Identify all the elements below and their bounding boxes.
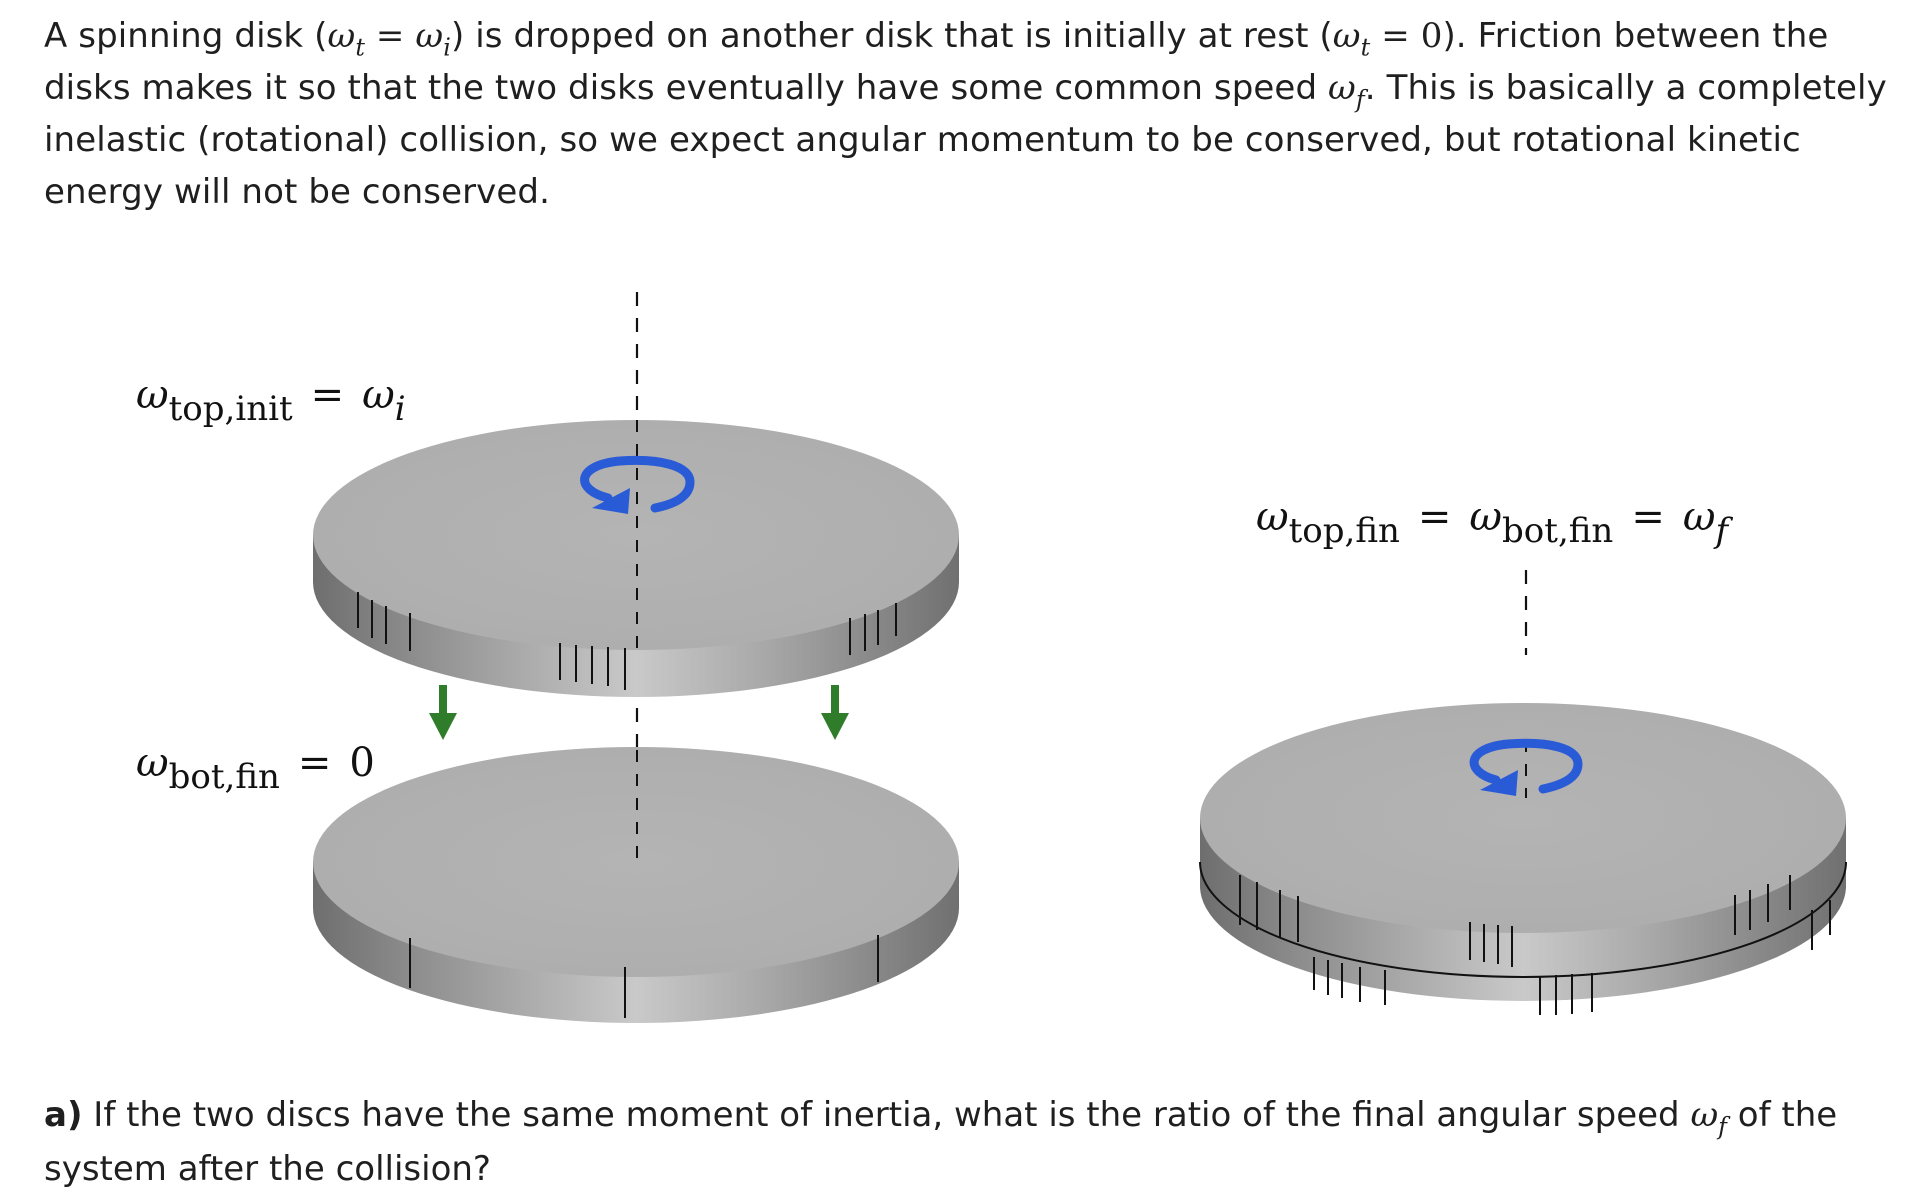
math-omega-t: ωt = ωi <box>327 16 451 62</box>
label-omega-final: ωtop,fin=ωbot,fin=ωf <box>1256 494 1729 551</box>
rotation-arrow-icon <box>1469 738 1583 794</box>
math-omega-t-zero: ωt = 0 <box>1332 16 1443 62</box>
math-omega-f-question: ωf <box>1690 1095 1727 1141</box>
math-omega-f: ωf <box>1328 68 1365 114</box>
disk-top-initial <box>313 420 959 697</box>
rotation-arrow-head <box>592 488 630 514</box>
down-arrow-icon <box>821 685 849 740</box>
down-arrow-icon <box>429 685 457 740</box>
question-a: a) If the two discs have the same moment… <box>44 1095 1838 1189</box>
label-omega-bot-init: ωbot,fin=0 <box>136 740 375 797</box>
disk-collision-figure <box>313 292 1847 1023</box>
disk-bottom-initial <box>313 747 959 1023</box>
disk-stack-final <box>1199 703 1847 1015</box>
intro-paragraph: A spinning disk (ωt = ωi) is dropped on … <box>44 16 1887 212</box>
label-omega-top-init: ωtop,init=ωi <box>136 372 406 429</box>
rotation-arrow-head <box>1480 770 1518 796</box>
rotation-arrow-icon <box>580 455 695 513</box>
